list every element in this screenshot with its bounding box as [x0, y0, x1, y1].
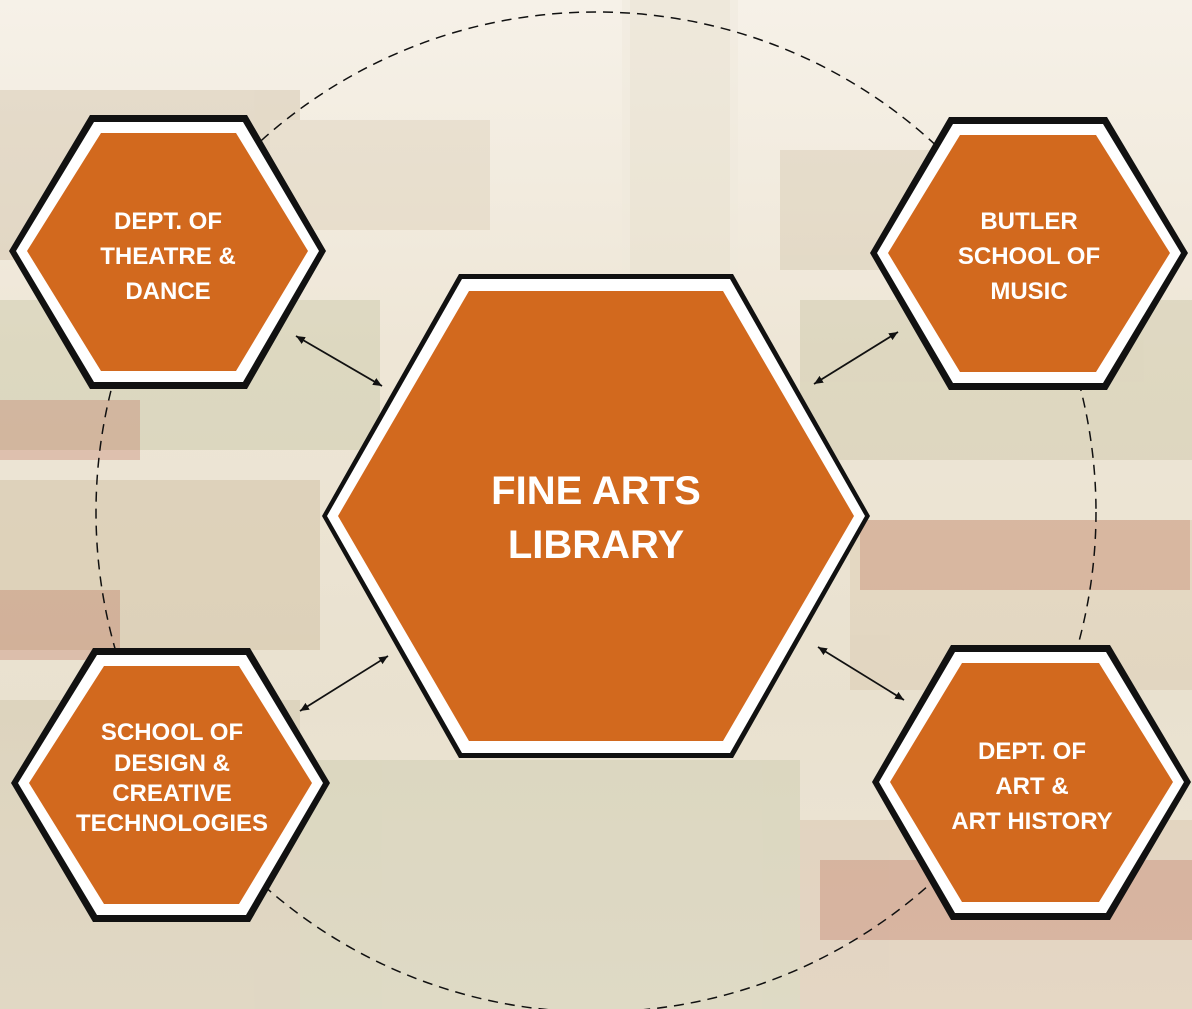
design-label-line-1: SCHOOL OF	[101, 719, 243, 746]
music-label-line-3: MUSIC	[990, 278, 1067, 305]
arrow-design-center	[299, 655, 389, 712]
design-label-line-3: CREATIVE	[112, 780, 232, 807]
hexagon-art-history: DEPT. OF ART & ART HISTORY	[872, 645, 1191, 920]
theatre-label-line-1: DEPT. OF	[114, 208, 222, 235]
hexagon-fine-arts-library: FINE ARTS LIBRARY	[322, 274, 870, 758]
art-label-line-1: DEPT. OF	[978, 738, 1086, 765]
arrow-music-center	[813, 331, 899, 385]
connection-ring	[95, 11, 1097, 1009]
tower-silhouette	[622, 0, 738, 300]
art-label-line-2: ART &	[995, 773, 1068, 800]
connector-arrows	[295, 331, 905, 712]
center-title-line-1: FINE ARTS	[491, 469, 701, 513]
theatre-label-line-2: THEATRE &	[100, 243, 236, 270]
center-title-line-2: LIBRARY	[508, 523, 685, 567]
music-label-line-1: BUTLER	[980, 208, 1077, 235]
hexagon-theatre-dance: DEPT. OF THEATRE & DANCE	[9, 115, 326, 389]
music-label-line-2: SCHOOL OF	[958, 243, 1100, 270]
arrow-theatre-center	[295, 335, 383, 387]
design-label-line-4: TECHNOLOGIES	[76, 810, 268, 837]
theatre-label-line-3: DANCE	[125, 278, 210, 305]
art-label-line-3: ART HISTORY	[951, 808, 1112, 835]
hexagon-design-creative: SCHOOL OF DESIGN & CREATIVE TECHNOLOGIES	[11, 648, 330, 922]
hexagon-butler-music: BUTLER SCHOOL OF MUSIC	[870, 117, 1188, 390]
design-label-line-2: DESIGN &	[114, 750, 230, 777]
arrow-art-center	[817, 646, 905, 701]
